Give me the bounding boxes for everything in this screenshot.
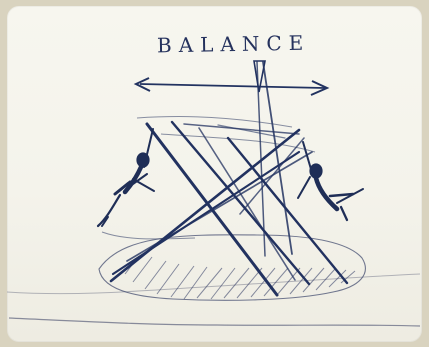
left-climber-figure [98,129,154,226]
shadow-mound [99,235,365,301]
balance-arrow [140,84,325,88]
sketch-paper: BALANCE [7,6,422,342]
balance-sketch [7,6,422,342]
